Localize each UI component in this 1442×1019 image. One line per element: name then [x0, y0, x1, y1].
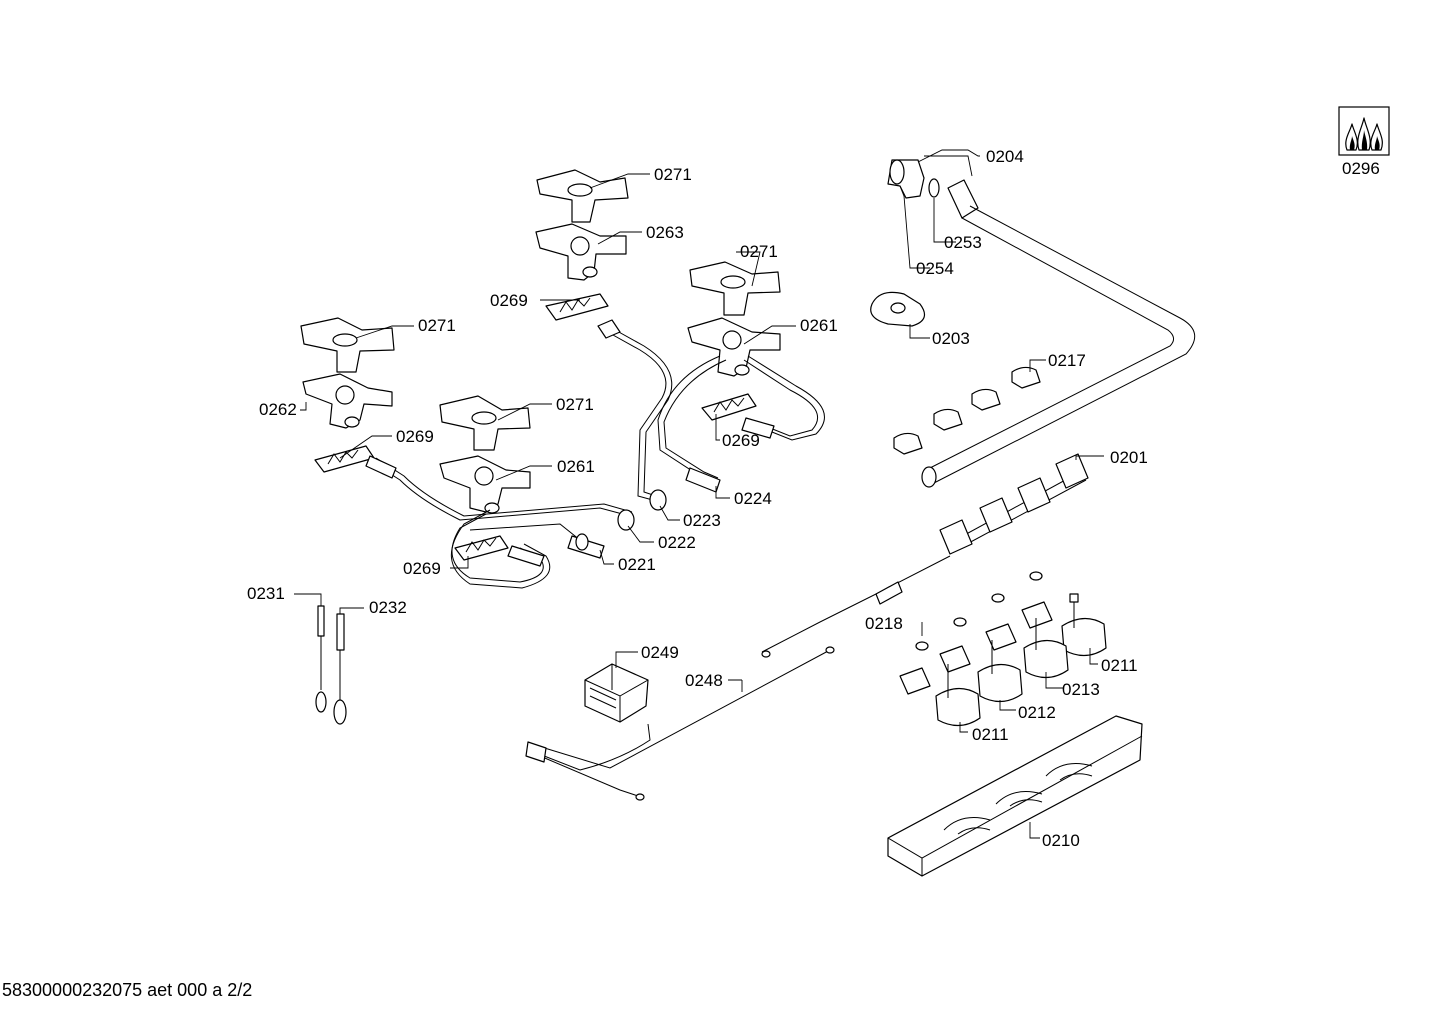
callout-0269: 0269 — [722, 431, 760, 450]
ignition-module-0249 — [584, 663, 649, 723]
callout-0263: 0263 — [646, 223, 684, 242]
callout-0204: 0204 — [986, 147, 1024, 166]
thermocouple-0231 — [315, 605, 327, 713]
gas-pipe-0222 — [365, 455, 635, 531]
clip-0269 — [701, 393, 757, 421]
clip-0217 — [933, 408, 963, 431]
callout-0269: 0269 — [403, 559, 441, 578]
callout-0210: 0210 — [1042, 831, 1080, 850]
clip-0217 — [893, 432, 923, 455]
gas-tap-0211-rear — [1021, 593, 1107, 657]
burner-crown-middle — [439, 395, 531, 451]
gas-tap-0211-front — [899, 664, 981, 727]
burner-body-0261-right — [687, 317, 781, 377]
clip-0217 — [1011, 366, 1041, 389]
callout-0231: 0231 — [247, 584, 285, 603]
callout-0217: 0217 — [1048, 351, 1086, 370]
inlet-elbow-0254 — [887, 159, 925, 199]
callout-0218: 0218 — [865, 614, 903, 633]
callout-0271: 0271 — [556, 395, 594, 414]
callout-0269: 0269 — [396, 427, 434, 446]
callout-0271: 0271 — [654, 165, 692, 184]
callout-0212: 0212 — [1018, 703, 1056, 722]
gas-pipe-0224 — [657, 355, 825, 493]
wiring-harness-0248 — [525, 555, 951, 801]
callout-0203: 0203 — [932, 329, 970, 348]
gas-tap-0213 — [985, 618, 1069, 679]
gas-supply-pipe-0204 — [921, 179, 1196, 488]
gasket-0203 — [870, 291, 926, 327]
symbol-label-0296: 0296 — [1342, 159, 1380, 178]
callout-0211: 0211 — [1101, 656, 1138, 675]
document-id: 58300000232075 aet 000 a 2/2 — [2, 980, 253, 1000]
burner-body-0262 — [302, 373, 393, 429]
callout-0232: 0232 — [369, 598, 407, 617]
o-ring-0253 — [928, 178, 940, 198]
manifold-0201 — [939, 453, 1089, 555]
thermocouple-0232 — [333, 613, 347, 725]
callout-0224: 0224 — [734, 489, 772, 508]
callout-0223: 0223 — [683, 511, 721, 530]
clip-0217 — [971, 388, 1001, 411]
tap-bracket-0210 — [887, 715, 1143, 877]
callout-0262: 0262 — [259, 400, 297, 419]
callout-0213: 0213 — [1062, 680, 1100, 699]
callout-0271: 0271 — [740, 242, 778, 261]
callout-0249: 0249 — [641, 643, 679, 662]
callout-0254: 0254 — [916, 259, 954, 278]
callout-0261: 0261 — [557, 457, 595, 476]
callout-labels: 0271 0263 0271 0269 0261 0271 0262 0271 … — [247, 147, 1380, 850]
clip-0269 — [454, 535, 509, 561]
callout-0221: 0221 — [618, 555, 656, 574]
clip-0269 — [314, 445, 375, 473]
callout-0261: 0261 — [800, 316, 838, 335]
leader-lines — [294, 149, 1104, 839]
gas-flames-icon — [1338, 106, 1390, 156]
callout-0269: 0269 — [490, 291, 528, 310]
callout-0271: 0271 — [418, 316, 456, 335]
callout-0201: 0201 — [1110, 448, 1148, 467]
callout-0211: 0211 — [972, 725, 1009, 744]
gas-pipe-0223 — [597, 319, 673, 511]
callout-0222: 0222 — [658, 533, 696, 552]
burner-crown-right — [689, 261, 781, 316]
burner-crown-top — [536, 169, 629, 223]
callout-0248: 0248 — [685, 671, 723, 690]
clip-0269 — [545, 293, 609, 321]
gas-pipe-0221 — [450, 509, 605, 589]
burner-body-0263 — [535, 223, 627, 281]
callout-0253: 0253 — [944, 233, 982, 252]
burner-body-0261-middle — [439, 455, 531, 514]
burner-crown-left — [300, 317, 395, 373]
screw-0218 — [915, 571, 1043, 651]
